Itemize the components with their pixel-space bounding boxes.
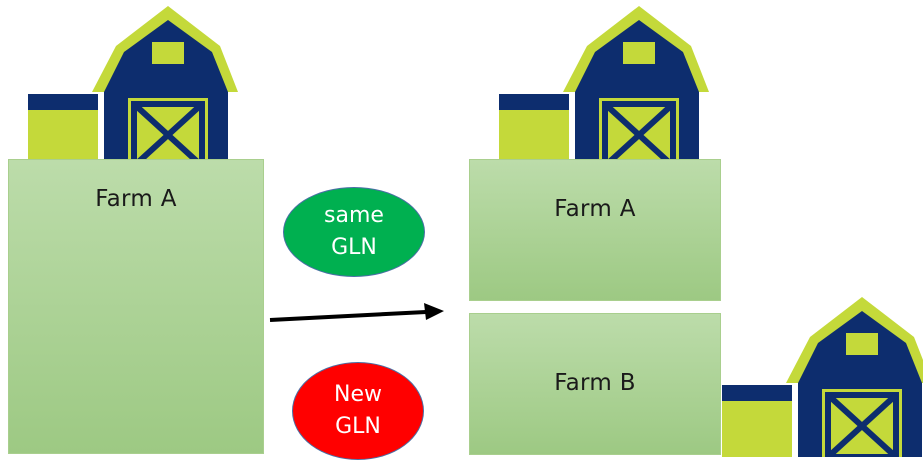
same-gln-line2: GLN	[331, 235, 377, 260]
barn-icon	[722, 297, 923, 457]
same-gln-line1: same	[324, 203, 384, 228]
farm-a-after-label: Farm A	[554, 196, 636, 222]
same-gln-badge: same GLN	[283, 187, 425, 277]
new-gln-badge: New GLN	[292, 362, 424, 460]
farm-b-box: Farm B	[469, 313, 721, 455]
barn-icon	[499, 6, 739, 166]
farm-a-before-label: Farm A	[95, 186, 177, 212]
new-gln-line2: GLN	[335, 414, 381, 439]
farm-b-label: Farm B	[554, 370, 636, 396]
new-gln-line1: New	[334, 382, 382, 407]
barn-icon	[28, 6, 268, 166]
farm-a-after-box: Farm A	[469, 159, 721, 301]
farm-a-before-box: Farm A	[8, 159, 264, 454]
arrow-right-icon	[269, 303, 444, 322]
